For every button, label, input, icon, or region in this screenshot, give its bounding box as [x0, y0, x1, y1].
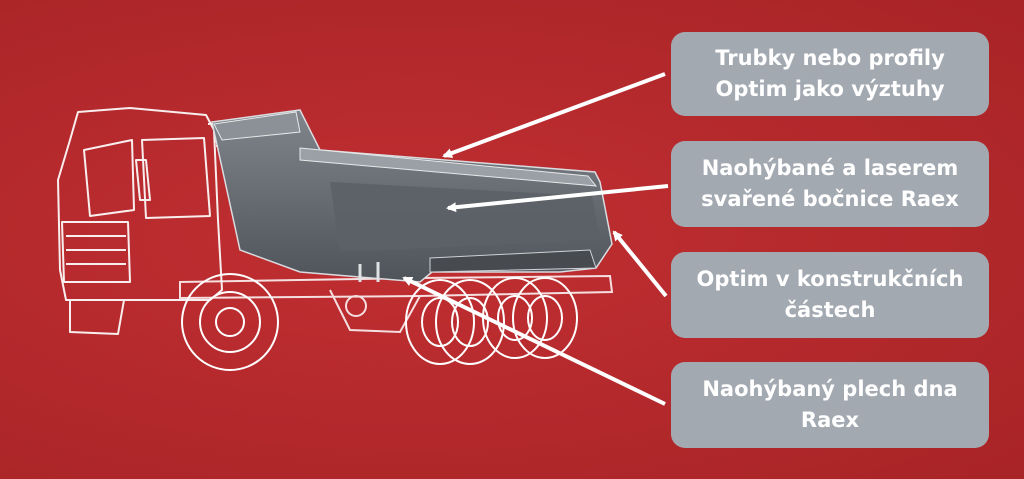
rear-wheel-1	[405, 279, 505, 365]
arrow-icon	[612, 230, 668, 298]
callout-side-panels: Naohýbané a laserem svařené bočnice Raex	[671, 141, 989, 227]
dump-body	[211, 109, 613, 283]
wheels	[181, 273, 578, 371]
arrow-icon	[446, 184, 669, 213]
callout-line: Naohýbané a laserem	[701, 156, 959, 180]
callout-line: svařené bočnice Raex	[701, 187, 959, 211]
callout-structural-parts: Optim v konstrukčních částech	[671, 252, 989, 338]
callout-line: Raex	[800, 408, 860, 432]
rear-wheel-2	[482, 277, 578, 359]
callout-floor-plate: Naohýbaný plech dna Raex	[671, 362, 989, 448]
callout-reinforcement-tubes: Trubky nebo profily Optim jako výztuhy	[671, 32, 989, 116]
arrow-icon	[442, 72, 666, 158]
callout-line: Trubky nebo profily	[715, 46, 945, 70]
callout-line: Naohýbaný plech dna	[702, 377, 958, 401]
callout-line: částech	[784, 298, 876, 322]
front-wheel	[181, 273, 279, 371]
callout-line: Optim jako výztuhy	[715, 77, 945, 101]
callout-line: Optim v konstrukčních	[696, 267, 964, 291]
leader-arrows	[402, 72, 669, 406]
arrow-icon	[402, 276, 666, 406]
